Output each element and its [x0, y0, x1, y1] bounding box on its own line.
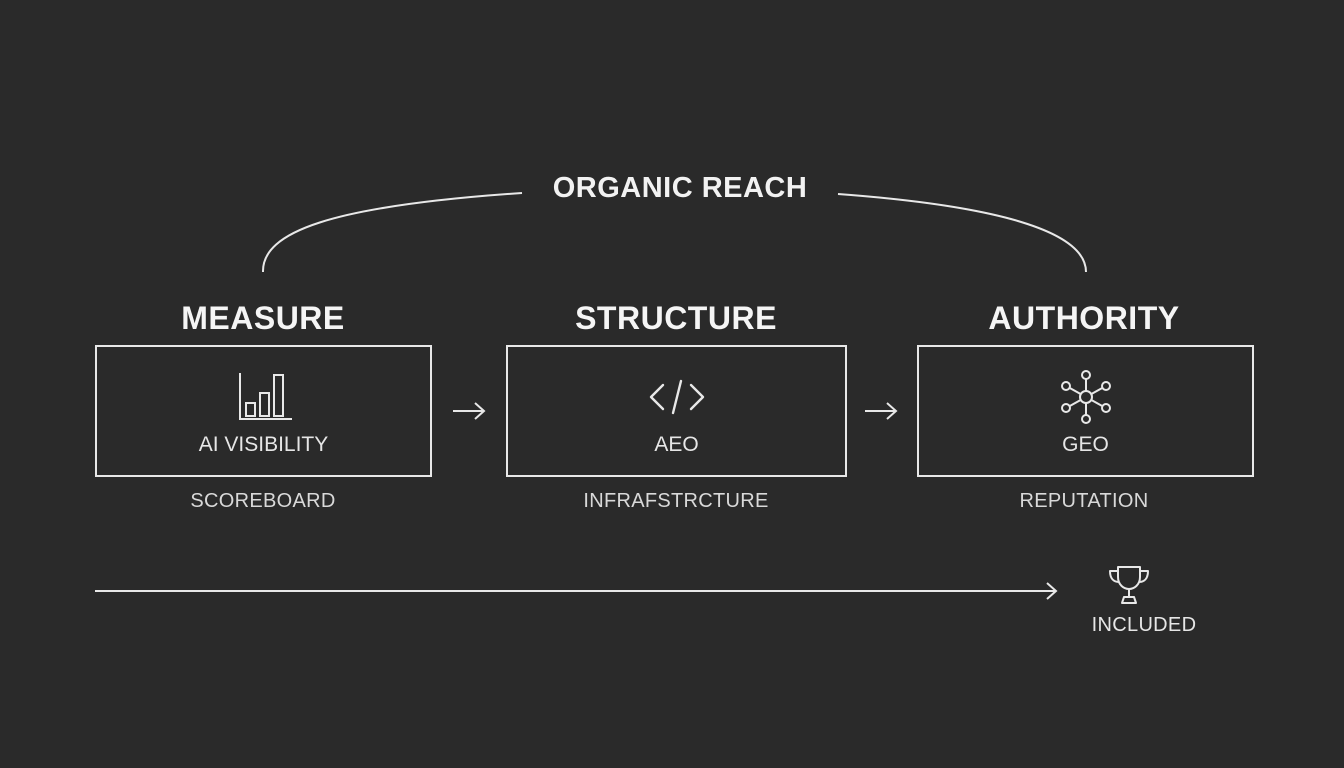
arrow-measure-to-structure — [453, 402, 486, 420]
stage-box-authority: GEO — [917, 345, 1254, 477]
stage-label-ai-visibility: AI VISIBILITY — [198, 433, 329, 456]
stage-heading-measure: MEASURE — [181, 300, 345, 336]
stage-heading-authority: AUTHORITY — [988, 300, 1180, 336]
network-icon — [1054, 369, 1118, 425]
organic-reach-title: ORGANIC REACH — [552, 172, 808, 204]
stage-caption-infrastructure: INFRAFSTRCTURE — [583, 490, 769, 512]
trophy-icon — [1104, 563, 1154, 607]
stage-label-geo: GEO — [1062, 433, 1109, 456]
stage-caption-scoreboard: SCOREBOARD — [190, 490, 336, 512]
reach-arc-right — [837, 193, 1087, 273]
progress-arrow — [95, 582, 1058, 600]
outcome-label-included: INCLUDED — [1091, 614, 1197, 636]
arrow-structure-to-authority — [865, 402, 898, 420]
bar-chart-icon — [232, 369, 296, 425]
stage-label-aeo: AEO — [654, 433, 699, 456]
stage-box-structure: AEO — [506, 345, 847, 477]
stage-caption-reputation: REPUTATION — [1019, 490, 1149, 512]
stage-box-measure: AI VISIBILITY — [95, 345, 432, 477]
reach-arc-left — [261, 192, 523, 273]
stage-heading-structure: STRUCTURE — [575, 300, 777, 336]
code-icon — [645, 369, 709, 425]
